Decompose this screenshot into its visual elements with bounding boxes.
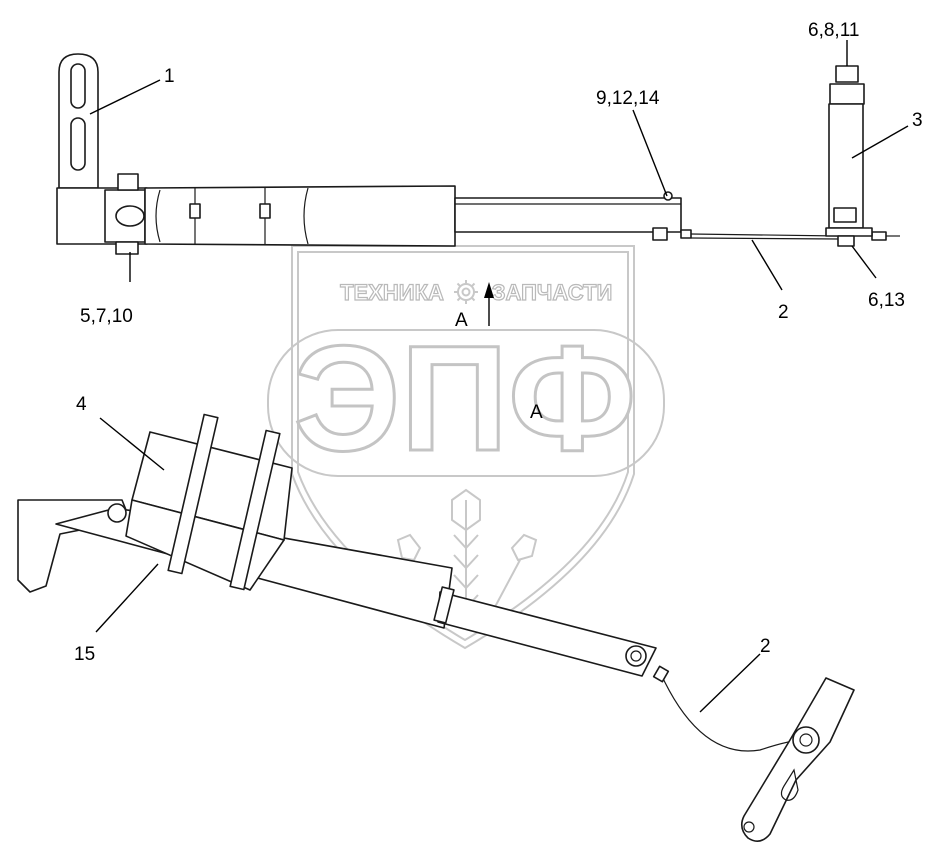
view-label: А (530, 402, 543, 423)
callout-15: 15 (74, 644, 95, 665)
watermark-left-word: ТЕХНИКА (340, 280, 444, 305)
view-arrow: А А (455, 282, 543, 423)
callout-9-12-14: 9,12,14 (596, 88, 660, 109)
lever (740, 677, 855, 842)
cable-top (680, 229, 900, 241)
bottom-assembly (17, 413, 855, 842)
callout-2-bottom: 2 (760, 636, 771, 657)
cylinder-housing (107, 413, 293, 591)
callout-6-13: 6,13 (868, 290, 905, 311)
callout-5-7-10: 5,7,10 (80, 306, 133, 327)
watermark-logo: ЭПФ ТЕХНИКА ЗАПЧАСТИ (267, 245, 665, 650)
callout-6-8-11: 6,8,11 (808, 20, 859, 41)
callout-1: 1 (164, 66, 175, 87)
cylinder-body (144, 185, 456, 247)
callout-3: 3 (912, 110, 923, 131)
bracket-plate (58, 53, 99, 189)
callout-4: 4 (76, 394, 87, 415)
callout-2-top: 2 (778, 302, 789, 323)
cable-bottom (652, 665, 805, 752)
piston-rod (454, 191, 682, 241)
view-arrow-label: А (455, 310, 468, 331)
tube (437, 591, 657, 677)
top-assembly (56, 53, 900, 255)
bracket-3 (825, 65, 873, 247)
watermark-big-text: ЭПФ (294, 314, 637, 482)
callouts: 1 5,7,10 9,12,14 6,8,11 3 2 6,13 4 15 2 (74, 20, 923, 713)
watermark-right-word: ЗАПЧАСТИ (492, 280, 613, 305)
hinge-block (56, 173, 148, 255)
gear-icon (454, 280, 478, 304)
